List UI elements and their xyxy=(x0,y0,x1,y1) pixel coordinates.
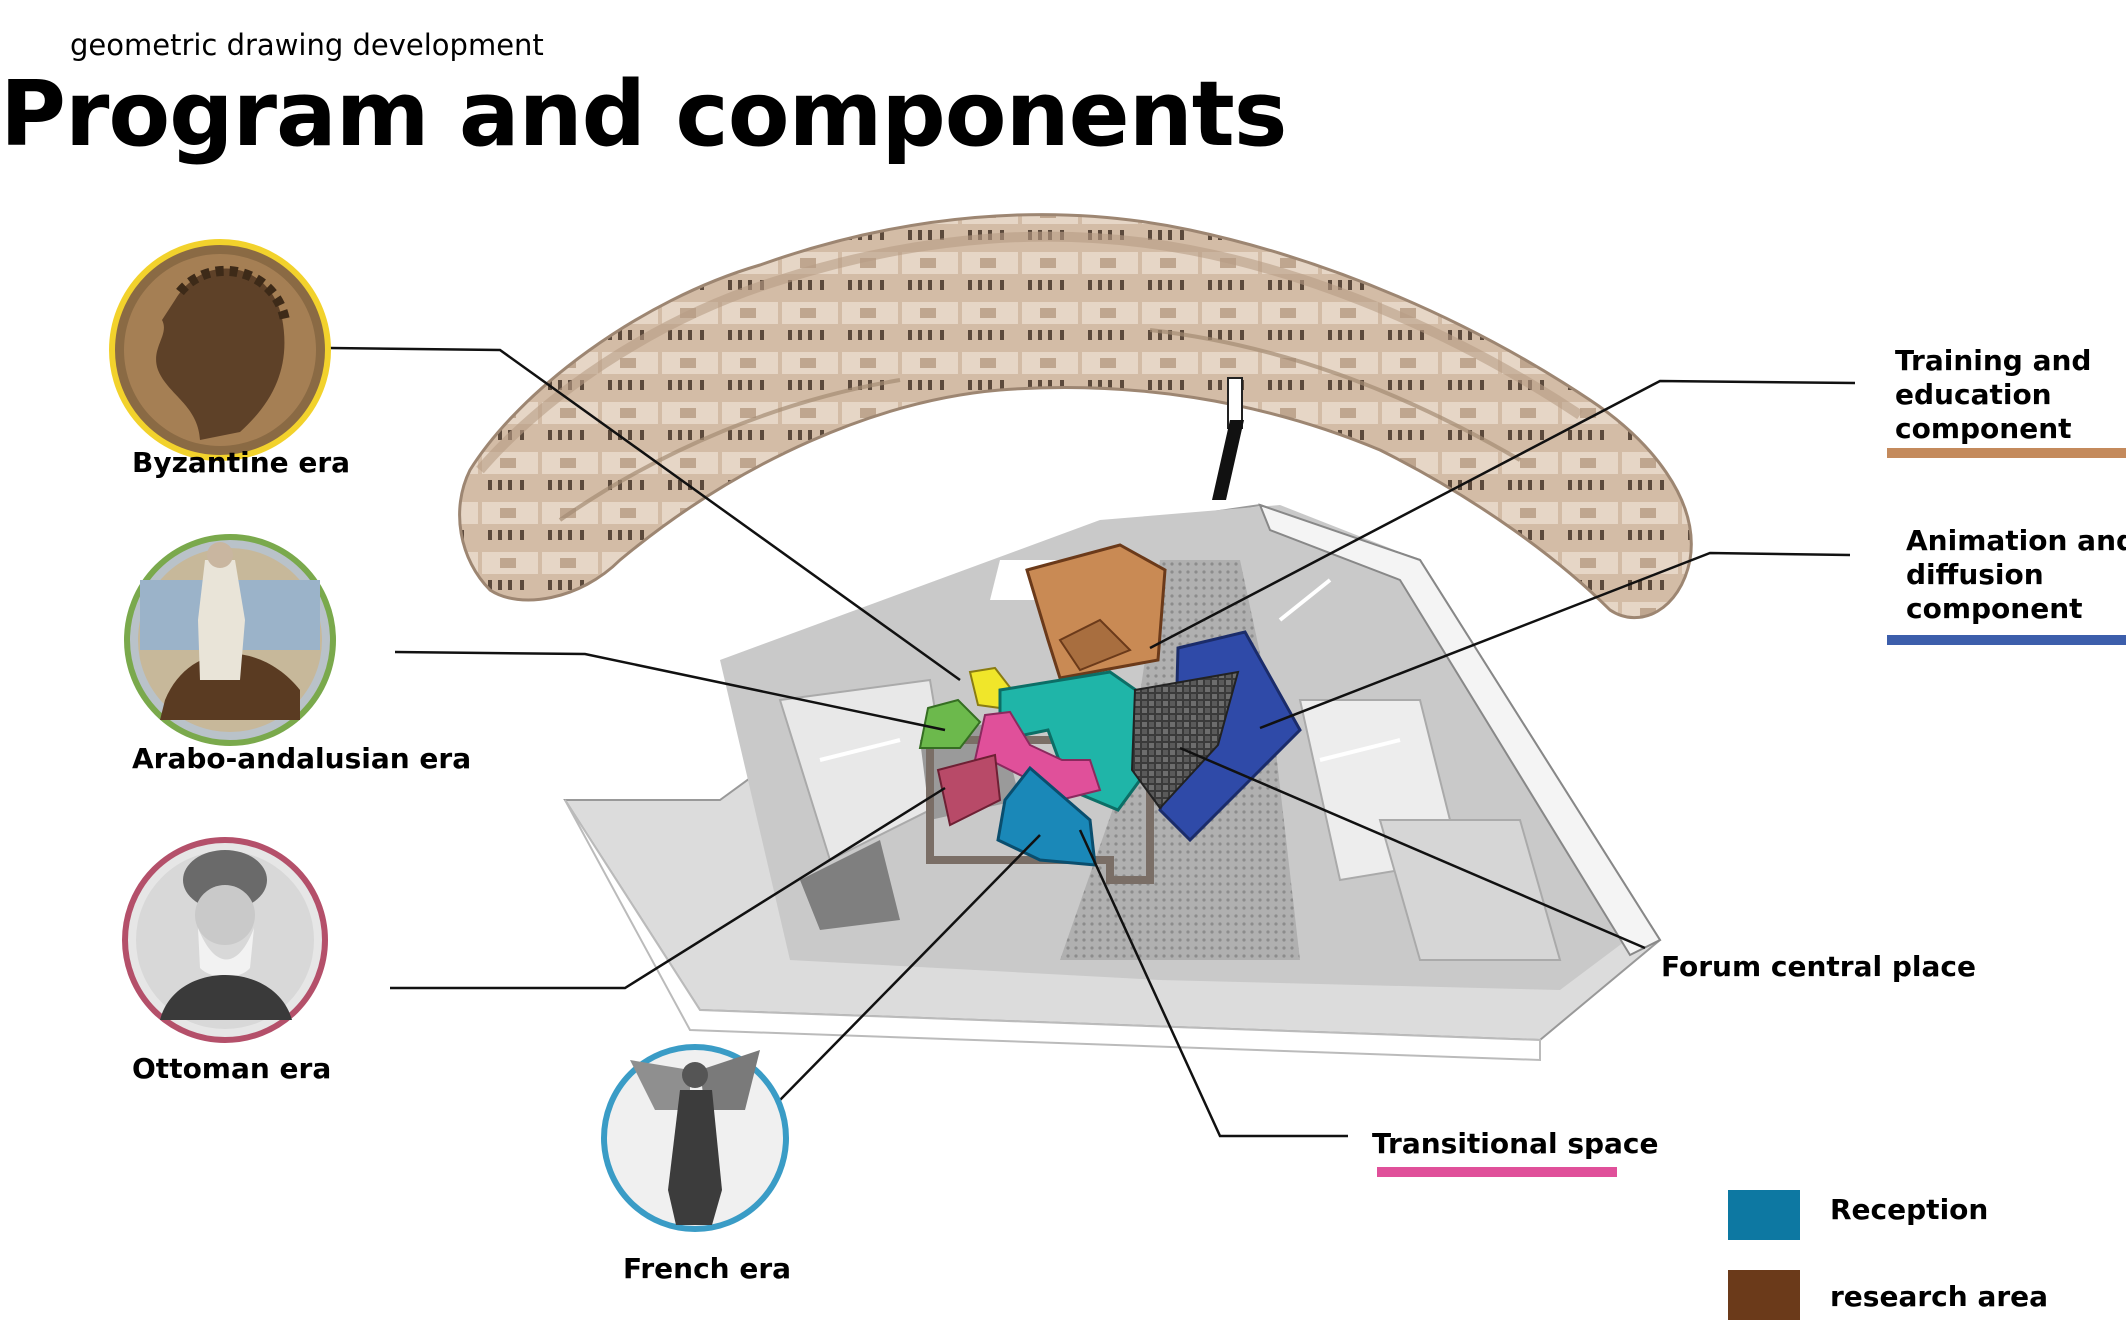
program-volumes xyxy=(918,543,1302,867)
leader-byzantine xyxy=(329,346,961,682)
page-title: Program and components xyxy=(0,62,1287,167)
era-arabo-medallion xyxy=(124,534,336,746)
leader-training xyxy=(1149,379,1856,650)
component-label-forum: Forum central place xyxy=(1661,950,1976,983)
subtitle: geometric drawing development xyxy=(70,28,544,62)
training-underline xyxy=(1887,448,2126,458)
volume-arabo-green xyxy=(918,698,982,749)
leader-lines xyxy=(329,346,1856,1138)
bridge-connector xyxy=(1212,377,1244,500)
era-label-byzantine: Byzantine era xyxy=(132,446,351,479)
component-label-transitional: Transitional space xyxy=(1372,1127,1659,1160)
era-ottoman-medallion xyxy=(122,837,328,1043)
leader-arabo xyxy=(394,650,946,732)
animation-underline xyxy=(1887,635,2126,645)
transitional-underline xyxy=(1377,1167,1617,1177)
era-label-french: French era xyxy=(623,1252,792,1285)
leader-transitional xyxy=(1078,829,1348,1138)
era-french-medallion xyxy=(601,1044,789,1232)
era-label-ottoman: Ottoman era xyxy=(132,1052,332,1085)
legend-label-reception: Reception xyxy=(1830,1193,1989,1226)
legend-swatch-reception xyxy=(1728,1190,1800,1240)
leader-french xyxy=(779,834,1041,1101)
legend-label-research: research area xyxy=(1830,1280,2049,1313)
component-label-training: Training and education component xyxy=(1895,344,2092,445)
legend-swatch-research xyxy=(1728,1270,1800,1320)
volume-training xyxy=(1025,543,1167,680)
volume-forum xyxy=(1130,670,1240,810)
medina-buildings xyxy=(458,213,1693,620)
volume-ottoman xyxy=(936,753,1002,827)
era-label-arabo: Arabo-andalusian era xyxy=(132,742,472,775)
component-label-animation: Animation and diffusion component xyxy=(1906,524,2126,625)
leader-forum xyxy=(1179,746,1646,950)
era-byzantine-medallion xyxy=(109,239,331,461)
leader-animation xyxy=(1259,551,1851,730)
leader-ottoman xyxy=(390,786,946,990)
